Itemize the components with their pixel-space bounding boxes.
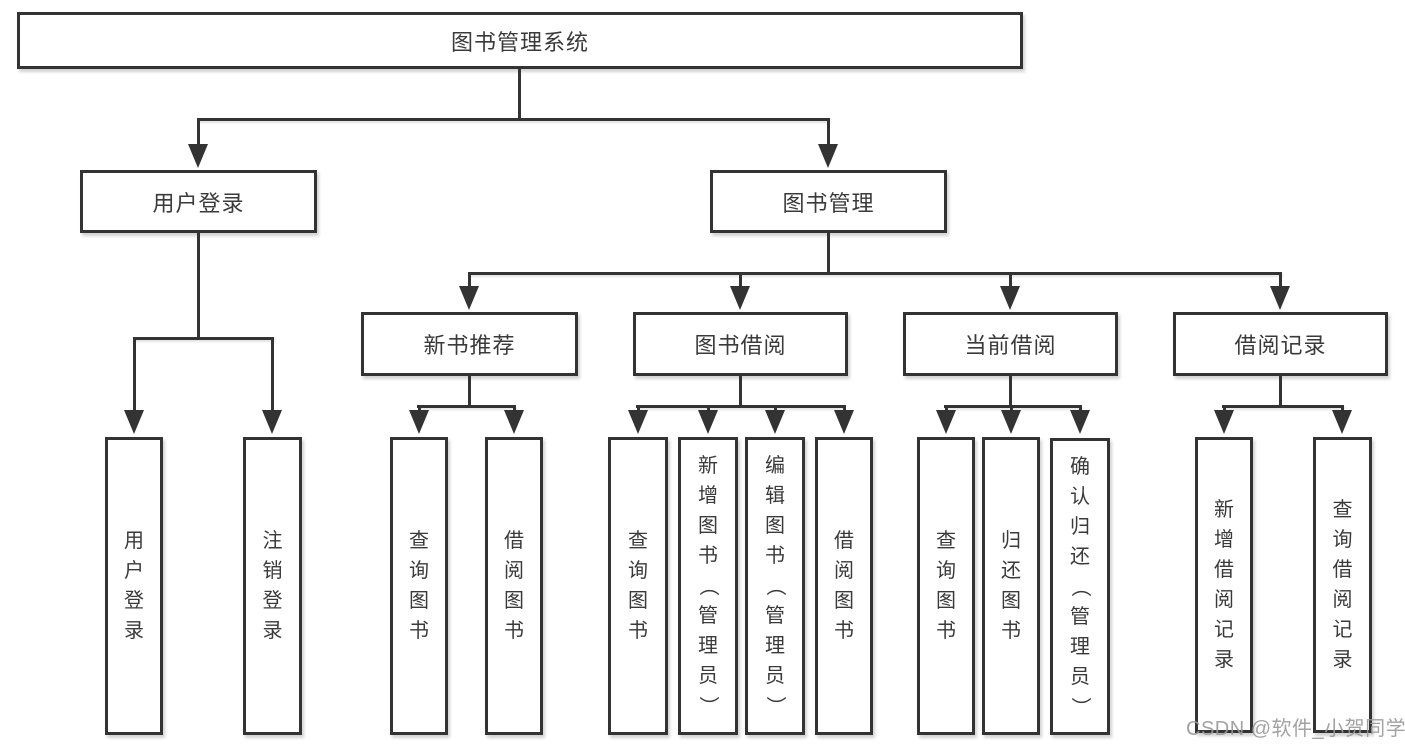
connector-stem — [739, 272, 742, 290]
leaf-query-borrow-record: 查询借阅记录 — [1313, 437, 1372, 733]
leaf-label: 新增图书（管理员） — [697, 455, 719, 716]
connector-group-rail — [1222, 405, 1344, 408]
node-borrowing-records: 借阅记录 — [1173, 312, 1388, 376]
leaf-return-books: 归还图书 — [982, 437, 1040, 735]
connector-stem — [468, 376, 471, 408]
node-book-borrowing: 图书借阅 — [633, 312, 848, 376]
connector-stem — [827, 233, 830, 275]
node-current-borrowing: 当前借阅 — [903, 312, 1118, 376]
leaf-label: 归还图书 — [1001, 530, 1021, 642]
leaf-query-books-recommend: 查询图书 — [390, 437, 448, 735]
connector-stem — [271, 337, 274, 414]
arrowhead-icon — [262, 410, 282, 434]
node-label: 借阅记录 — [1234, 333, 1327, 358]
watermark-csdn: CSDN @软件_小贺同学 — [1186, 718, 1405, 740]
leaf-edit-books-admin: 编辑图书（管理员） — [745, 437, 805, 735]
connector-stem — [133, 337, 136, 414]
connector-stem — [1279, 272, 1282, 290]
connector-root-stem — [518, 69, 521, 118]
arrowhead-icon — [936, 410, 956, 434]
leaf-label: 查询借阅记录 — [1332, 499, 1353, 671]
node-label: 当前借阅 — [964, 333, 1057, 358]
connector-group-rail — [944, 405, 1082, 408]
connector-level3-rail — [468, 272, 1282, 275]
leaf-query-books-borrow: 查询图书 — [608, 437, 668, 735]
connector-group-rail — [417, 405, 516, 408]
arrowhead-icon — [1001, 410, 1021, 434]
arrowhead-icon — [818, 144, 838, 168]
arrowhead-icon — [409, 410, 429, 434]
leaf-label: 编辑图书（管理员） — [764, 455, 786, 716]
arrowhead-icon — [730, 286, 750, 310]
node-label: 用户登录 — [152, 190, 245, 216]
leaf-query-books-current: 查询图书 — [917, 437, 975, 735]
leaf-label: 查询图书 — [409, 530, 429, 642]
leaf-label: 借阅图书 — [504, 530, 524, 642]
arrowhead-icon — [1270, 286, 1290, 310]
leaf-label: 确认归还（管理员） — [1069, 455, 1091, 717]
node-label: 图书管理系统 — [450, 29, 589, 55]
leaf-logout: 注销登录 — [243, 437, 302, 735]
arrowhead-icon — [698, 410, 718, 434]
connector-stem — [197, 233, 200, 337]
leaf-label: 用户登录 — [124, 530, 144, 642]
connector-stem — [1009, 376, 1012, 408]
connector-stem — [197, 118, 200, 146]
connector-stem — [468, 272, 471, 290]
arrowhead-icon — [765, 410, 785, 434]
node-library-management-system: 图书管理系统 — [17, 12, 1023, 69]
leaf-borrow-books-borrow: 借阅图书 — [815, 437, 873, 735]
arrowhead-icon — [1000, 286, 1020, 310]
node-label: 新书推荐 — [423, 333, 516, 358]
arrowhead-icon — [459, 286, 479, 310]
leaf-borrow-books-recommend: 借阅图书 — [485, 437, 543, 735]
connector-level2-rail — [197, 118, 830, 121]
arrowhead-icon — [504, 410, 524, 434]
arrowhead-icon — [188, 144, 208, 168]
connector-stem — [1279, 376, 1282, 408]
arrowhead-icon — [1332, 410, 1352, 434]
connector-user-login-rail — [133, 337, 274, 340]
node-label: 图书借阅 — [694, 333, 787, 358]
leaf-user-login: 用户登录 — [105, 437, 163, 735]
leaf-label: 查询图书 — [628, 530, 648, 642]
leaf-label: 借阅图书 — [834, 530, 854, 642]
arrowhead-icon — [1214, 410, 1234, 434]
arrowhead-icon — [124, 410, 144, 434]
connector-group-rail — [636, 405, 845, 408]
leaf-add-borrow-record: 新增借阅记录 — [1195, 437, 1253, 733]
leaf-confirm-return-admin: 确认归还（管理员） — [1050, 438, 1110, 735]
node-user-login: 用户登录 — [80, 170, 317, 233]
node-book-management: 图书管理 — [710, 170, 947, 233]
arrowhead-icon — [1070, 410, 1090, 434]
connector-stem — [827, 118, 830, 146]
arrowhead-icon — [628, 410, 648, 434]
connector-stem — [739, 376, 742, 408]
connector-stem — [1009, 272, 1012, 290]
leaf-label: 注销登录 — [262, 530, 283, 642]
node-new-book-recommendation: 新书推荐 — [361, 312, 578, 376]
leaf-add-books-admin: 新增图书（管理员） — [678, 437, 738, 735]
leaf-label: 新增借阅记录 — [1214, 499, 1234, 671]
leaf-label: 查询图书 — [936, 530, 956, 642]
arrowhead-icon — [834, 410, 854, 434]
node-label: 图书管理 — [782, 190, 875, 216]
